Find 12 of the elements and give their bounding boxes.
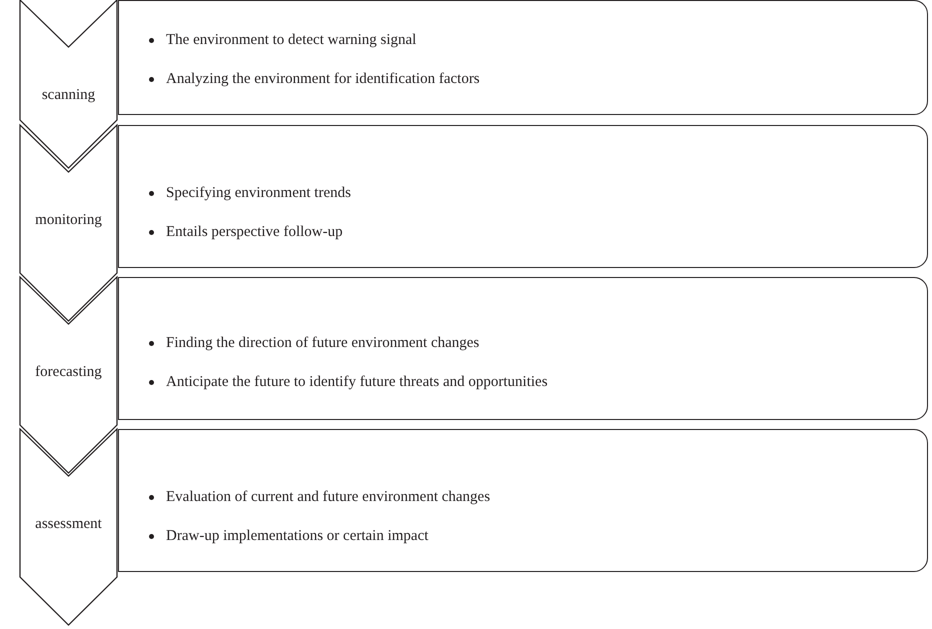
bullet-text: Analyzing the environment for identification factors [166, 70, 480, 89]
bullet-text: Evaluation of current and future environment changes [166, 488, 490, 507]
bullet-text: Draw-up implementations or certain impact [166, 527, 428, 546]
bullet-text: Entails perspective follow-up [166, 223, 343, 242]
stage-label: forecasting [34, 363, 103, 381]
stage-label: scanning [40, 86, 96, 104]
stage-label: monitoring [34, 211, 103, 229]
bullet-text: The environment to detect warning signal [166, 31, 416, 50]
bullet-text: Finding the direction of future environment changes [166, 334, 480, 353]
stage-label: assessment [34, 515, 103, 533]
bullet-text: Anticipate the future to identify future threats and opportunities [166, 373, 548, 392]
bullet-text: Specifying environment trends [166, 184, 351, 203]
